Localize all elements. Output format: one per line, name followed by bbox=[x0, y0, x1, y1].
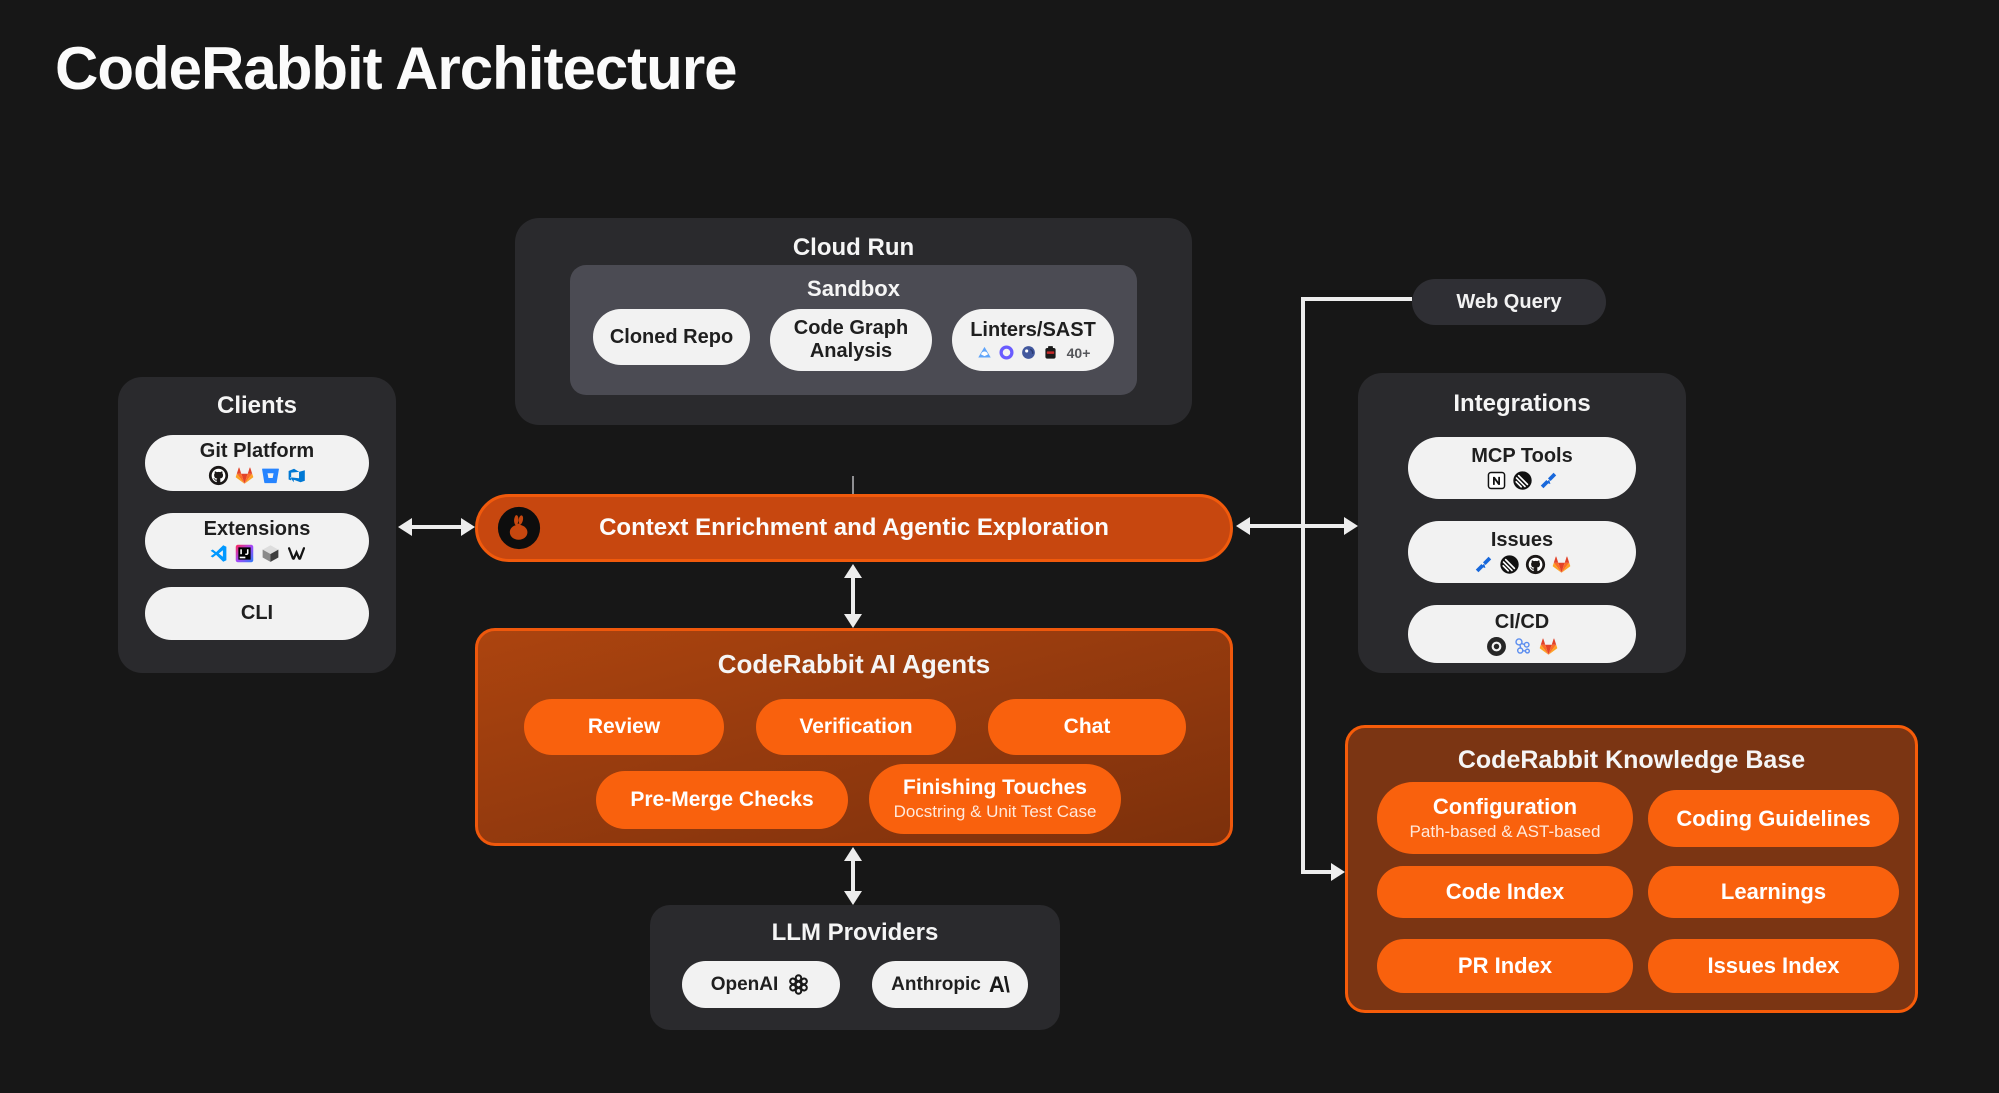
finishing-touches-pill: Finishing Touches Docstring & Unit Test … bbox=[869, 764, 1121, 834]
context-enrichment-bar: Context Enrichment and Agentic Explorati… bbox=[475, 494, 1233, 562]
intellij-icon bbox=[234, 543, 255, 564]
cloud-run-title: Cloud Run bbox=[792, 234, 915, 261]
verification-label: Verification bbox=[799, 715, 913, 738]
cursor-icon bbox=[260, 543, 281, 564]
azure-devops-icon bbox=[286, 465, 307, 486]
learnings-pill: Learnings bbox=[1648, 866, 1899, 918]
arrow-context-integrations bbox=[1236, 517, 1358, 535]
knowledge-base-title: CodeRabbit Knowledge Base bbox=[1457, 746, 1806, 774]
page-title: CodeRabbit Architecture bbox=[55, 35, 738, 102]
anthropic-pill: Anthropic A\ bbox=[872, 961, 1028, 1008]
chat-label: Chat bbox=[1063, 715, 1111, 738]
coding-guidelines-pill: Coding Guidelines bbox=[1648, 790, 1899, 847]
extensions-pill: Extensions bbox=[145, 513, 369, 569]
coding-guidelines-label: Coding Guidelines bbox=[1676, 805, 1871, 831]
knowledge-base-box: CodeRabbit Knowledge Base Configuration … bbox=[1345, 725, 1918, 1013]
context-enrichment-label: Context Enrichment and Agentic Explorati… bbox=[599, 514, 1109, 541]
cicd-pill: CI/CD bbox=[1408, 605, 1636, 663]
clients-title: Clients bbox=[216, 392, 297, 419]
finishing-touches-label: Finishing Touches bbox=[903, 776, 1087, 799]
sandbox-title: Sandbox bbox=[807, 276, 900, 301]
linter-robot-icon bbox=[1042, 344, 1059, 361]
llm-providers-title: LLM Providers bbox=[771, 919, 939, 946]
mcp-tools-label: MCP Tools bbox=[1471, 445, 1573, 467]
connector-cloudrun-stub bbox=[852, 476, 854, 494]
jira-icon bbox=[1538, 470, 1559, 491]
linters-count-badge: 40+ bbox=[1066, 344, 1091, 361]
cloned-repo-label: Cloned Repo bbox=[609, 325, 734, 348]
gitlab-icon bbox=[234, 465, 255, 486]
git-platform-label: Git Platform bbox=[199, 440, 315, 462]
ai-agents-title: CodeRabbit AI Agents bbox=[717, 649, 991, 679]
windsurf-icon bbox=[286, 543, 307, 564]
cloned-repo-pill: Cloned Repo bbox=[593, 309, 750, 365]
cloud-run-box: Cloud Run Sandbox Cloned Repo Code Graph… bbox=[515, 218, 1192, 425]
integrations-title: Integrations bbox=[1453, 390, 1591, 417]
web-query-label: Web Query bbox=[1456, 290, 1562, 313]
anthropic-label: Anthropic bbox=[891, 973, 981, 995]
gitlab-icon bbox=[1538, 636, 1559, 657]
git-platform-pill: Git Platform bbox=[145, 435, 369, 491]
configuration-sublabel: Path-based & AST-based bbox=[1409, 822, 1601, 841]
gitlab-icon bbox=[1551, 554, 1572, 575]
anthropic-icon: A\ bbox=[988, 971, 1010, 997]
code-index-label: Code Index bbox=[1445, 879, 1565, 904]
pr-index-pill: PR Index bbox=[1377, 939, 1633, 993]
arrow-agents-llm bbox=[844, 847, 862, 905]
openai-pill: OpenAI bbox=[682, 961, 840, 1008]
cli-label: CLI bbox=[240, 602, 274, 624]
circleci-icon bbox=[1486, 636, 1507, 657]
code-graph-analysis-pill: Code Graph Analysis bbox=[770, 309, 932, 371]
linter-blob-icon bbox=[1020, 344, 1037, 361]
github-icon bbox=[1525, 554, 1546, 575]
review-label: Review bbox=[587, 715, 661, 738]
linters-sast-label: Linters/SAST bbox=[970, 319, 1096, 341]
arrow-context-agents bbox=[844, 564, 862, 628]
configuration-label: Configuration bbox=[1432, 794, 1578, 819]
extensions-label: Extensions bbox=[203, 518, 311, 540]
web-query-pill: Web Query bbox=[1412, 279, 1606, 325]
ai-agents-box: CodeRabbit AI Agents Review Verification… bbox=[475, 628, 1233, 846]
finishing-touches-sublabel: Docstring & Unit Test Case bbox=[893, 802, 1097, 821]
code-graph-analysis-label: Code Graph Analysis bbox=[793, 317, 909, 362]
bitbucket-icon bbox=[260, 465, 281, 486]
learnings-label: Learnings bbox=[1720, 879, 1827, 904]
clients-box: Clients Git Platform Extensions CLI bbox=[118, 377, 396, 673]
llm-providers-box: LLM Providers OpenAI Anthropic A\ bbox=[650, 905, 1060, 1030]
review-pill: Review bbox=[524, 699, 724, 755]
pr-index-label: PR Index bbox=[1457, 953, 1553, 978]
issues-pill: Issues bbox=[1408, 521, 1636, 583]
cli-pill: CLI bbox=[145, 587, 369, 640]
linear-icon bbox=[1499, 554, 1520, 575]
pre-merge-checks-pill: Pre-Merge Checks bbox=[596, 771, 848, 829]
chat-pill: Chat bbox=[988, 699, 1186, 755]
linter-ring-icon bbox=[998, 344, 1015, 361]
verification-pill: Verification bbox=[756, 699, 956, 755]
connector-knowledge-base bbox=[1305, 870, 1331, 874]
notion-icon bbox=[1486, 470, 1507, 491]
linter-triangle-icon bbox=[976, 344, 993, 361]
linters-sast-pill: Linters/SAST 40+ bbox=[952, 309, 1114, 371]
openai-label: OpenAI bbox=[710, 973, 779, 995]
integrations-box: Integrations MCP Tools Issues CI/CD bbox=[1358, 373, 1686, 673]
arrow-clients-context bbox=[398, 518, 475, 536]
issues-label: Issues bbox=[1490, 529, 1554, 551]
github-icon bbox=[208, 465, 229, 486]
connector-webquery-vertical bbox=[1301, 297, 1305, 874]
connector-knowledge-base-arrowhead bbox=[1331, 863, 1345, 881]
issues-index-label: Issues Index bbox=[1707, 953, 1840, 978]
vscode-icon bbox=[208, 543, 229, 564]
issues-index-pill: Issues Index bbox=[1648, 939, 1899, 993]
connector-webquery-top bbox=[1305, 297, 1412, 301]
pre-merge-checks-label: Pre-Merge Checks bbox=[630, 788, 814, 811]
openai-icon bbox=[786, 972, 811, 997]
pipeline-icon bbox=[1512, 636, 1533, 657]
linear-icon bbox=[1512, 470, 1533, 491]
configuration-pill: Configuration Path-based & AST-based bbox=[1377, 782, 1633, 854]
mcp-tools-pill: MCP Tools bbox=[1408, 437, 1636, 499]
jira-icon bbox=[1473, 554, 1494, 575]
sandbox-box: Sandbox Cloned Repo Code Graph Analysis … bbox=[570, 265, 1137, 395]
code-index-pill: Code Index bbox=[1377, 866, 1633, 918]
cicd-label: CI/CD bbox=[1494, 611, 1550, 633]
